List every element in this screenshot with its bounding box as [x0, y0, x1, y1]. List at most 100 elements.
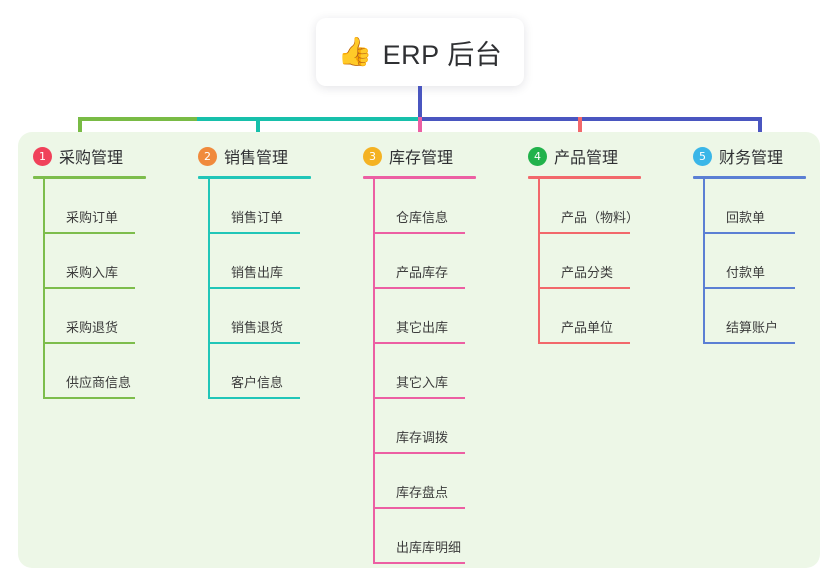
- branch-column-purchasing: 1 采购管理 采购订单 采购入库 采购退货 供应商信息: [33, 144, 193, 399]
- list-item[interactable]: 结算账户: [703, 289, 839, 344]
- leaf-rule: [538, 232, 630, 234]
- leaf-label: 销售退货: [231, 320, 284, 335]
- leaf-rule: [43, 342, 135, 344]
- leaf-rule: [43, 232, 135, 234]
- list-item[interactable]: 销售订单: [208, 179, 358, 234]
- leaf-rule: [43, 397, 135, 399]
- leaf-rule: [208, 232, 300, 234]
- list-item[interactable]: 供应商信息: [43, 344, 193, 399]
- list-item[interactable]: 产品分类: [538, 234, 688, 289]
- list-item[interactable]: 其它入库: [373, 344, 523, 399]
- leaf-rule: [373, 507, 465, 509]
- leaf-label: 产品单位: [561, 320, 614, 335]
- leaf-label: 产品库存: [396, 265, 449, 280]
- branch-column-product: 4 产品管理 产品（物料） 产品分类 产品单位: [528, 144, 688, 344]
- list-item[interactable]: 回款单: [703, 179, 839, 234]
- leaf-rule: [373, 287, 465, 289]
- leaf-label: 采购订单: [66, 210, 119, 225]
- root-node[interactable]: 👍 ERP 后台: [316, 18, 524, 86]
- branch-title: 销售管理: [224, 150, 289, 167]
- branch-leaf-list: 回款单 付款单 结算账户: [703, 179, 839, 344]
- leaf-label: 销售出库: [231, 265, 284, 280]
- content-panel: [18, 132, 820, 568]
- branch-leaf-list: 销售订单 销售出库 销售退货 客户信息: [208, 179, 358, 399]
- leaf-rule: [373, 562, 465, 564]
- leaf-rule: [373, 452, 465, 454]
- leaf-rule: [373, 342, 465, 344]
- leaf-label: 销售订单: [231, 210, 284, 225]
- list-item[interactable]: 出库库明细: [373, 509, 523, 564]
- leaf-rule: [538, 287, 630, 289]
- list-item[interactable]: 采购入库: [43, 234, 193, 289]
- leaf-label: 回款单: [726, 210, 766, 225]
- branch-number-badge: 3: [363, 146, 382, 166]
- leaf-rule: [208, 342, 300, 344]
- leaf-label: 其它入库: [396, 375, 449, 390]
- branch-title: 采购管理: [59, 150, 124, 167]
- branch-column-inventory: 3 库存管理 仓库信息 产品库存 其它出库 其它入库 库存调拨: [363, 144, 523, 564]
- list-item[interactable]: 付款单: [703, 234, 839, 289]
- branch-number-badge: 1: [33, 146, 52, 166]
- leaf-rule: [373, 232, 465, 234]
- branch-leaf-list: 仓库信息 产品库存 其它出库 其它入库 库存调拨 库存盘点: [373, 179, 523, 564]
- list-item[interactable]: 采购订单: [43, 179, 193, 234]
- leaf-rule: [43, 287, 135, 289]
- leaf-label: 付款单: [726, 265, 766, 280]
- list-item[interactable]: 库存调拨: [373, 399, 523, 454]
- branch-trunk-line: [43, 179, 45, 399]
- leaf-rule: [208, 287, 300, 289]
- branch-header-rule: [693, 176, 806, 179]
- list-item[interactable]: 销售退货: [208, 289, 358, 344]
- leaf-label: 库存调拨: [396, 430, 449, 445]
- branch-number-badge: 2: [198, 146, 217, 166]
- branch-leaf-list: 产品（物料） 产品分类 产品单位: [538, 179, 688, 344]
- root-title: ERP 后台: [382, 39, 503, 70]
- list-item[interactable]: 销售出库: [208, 234, 358, 289]
- branch-trunk-line: [208, 179, 210, 399]
- leaf-label: 产品（物料）: [561, 210, 640, 225]
- list-item[interactable]: 客户信息: [208, 344, 358, 399]
- leaf-label: 库存盘点: [396, 485, 449, 500]
- branch-header[interactable]: 5 财务管理: [693, 144, 839, 168]
- branch-trunk-line: [703, 179, 705, 344]
- branch-trunk-line: [538, 179, 540, 344]
- leaf-label: 仓库信息: [396, 210, 449, 225]
- leaf-rule: [208, 397, 300, 399]
- branch-column-finance: 5 财务管理 回款单 付款单 结算账户: [693, 144, 839, 344]
- leaf-rule: [538, 342, 630, 344]
- leaf-label: 产品分类: [561, 265, 614, 280]
- leaf-label: 客户信息: [231, 375, 284, 390]
- list-item[interactable]: 其它出库: [373, 289, 523, 344]
- branch-header-rule: [528, 176, 641, 179]
- list-item[interactable]: 产品（物料）: [538, 179, 688, 234]
- leaf-rule: [703, 342, 795, 344]
- branch-header-rule: [33, 176, 146, 179]
- list-item[interactable]: 库存盘点: [373, 454, 523, 509]
- branch-leaf-list: 采购订单 采购入库 采购退货 供应商信息: [43, 179, 193, 399]
- branch-title: 库存管理: [389, 150, 454, 167]
- branch-title: 产品管理: [554, 150, 619, 167]
- branch-header[interactable]: 4 产品管理: [528, 144, 688, 168]
- branch-header[interactable]: 2 销售管理: [198, 144, 358, 168]
- leaf-rule: [703, 232, 795, 234]
- branch-header[interactable]: 3 库存管理: [363, 144, 523, 168]
- branch-title: 财务管理: [719, 150, 784, 167]
- branch-number-badge: 4: [528, 146, 547, 166]
- branch-header[interactable]: 1 采购管理: [33, 144, 193, 168]
- leaf-label: 其它出库: [396, 320, 449, 335]
- thumbs-up-icon: 👍: [337, 36, 373, 67]
- branch-number-badge: 5: [693, 146, 712, 166]
- leaf-rule: [373, 397, 465, 399]
- list-item[interactable]: 仓库信息: [373, 179, 523, 234]
- list-item[interactable]: 采购退货: [43, 289, 193, 344]
- branch-header-rule: [198, 176, 311, 179]
- leaf-label: 结算账户: [726, 320, 779, 335]
- list-item[interactable]: 产品单位: [538, 289, 688, 344]
- leaf-label: 采购入库: [66, 265, 119, 280]
- list-item[interactable]: 产品库存: [373, 234, 523, 289]
- leaf-label: 采购退货: [66, 320, 119, 335]
- leaf-rule: [703, 287, 795, 289]
- leaf-label: 出库库明细: [396, 540, 462, 555]
- leaf-label: 供应商信息: [66, 375, 132, 390]
